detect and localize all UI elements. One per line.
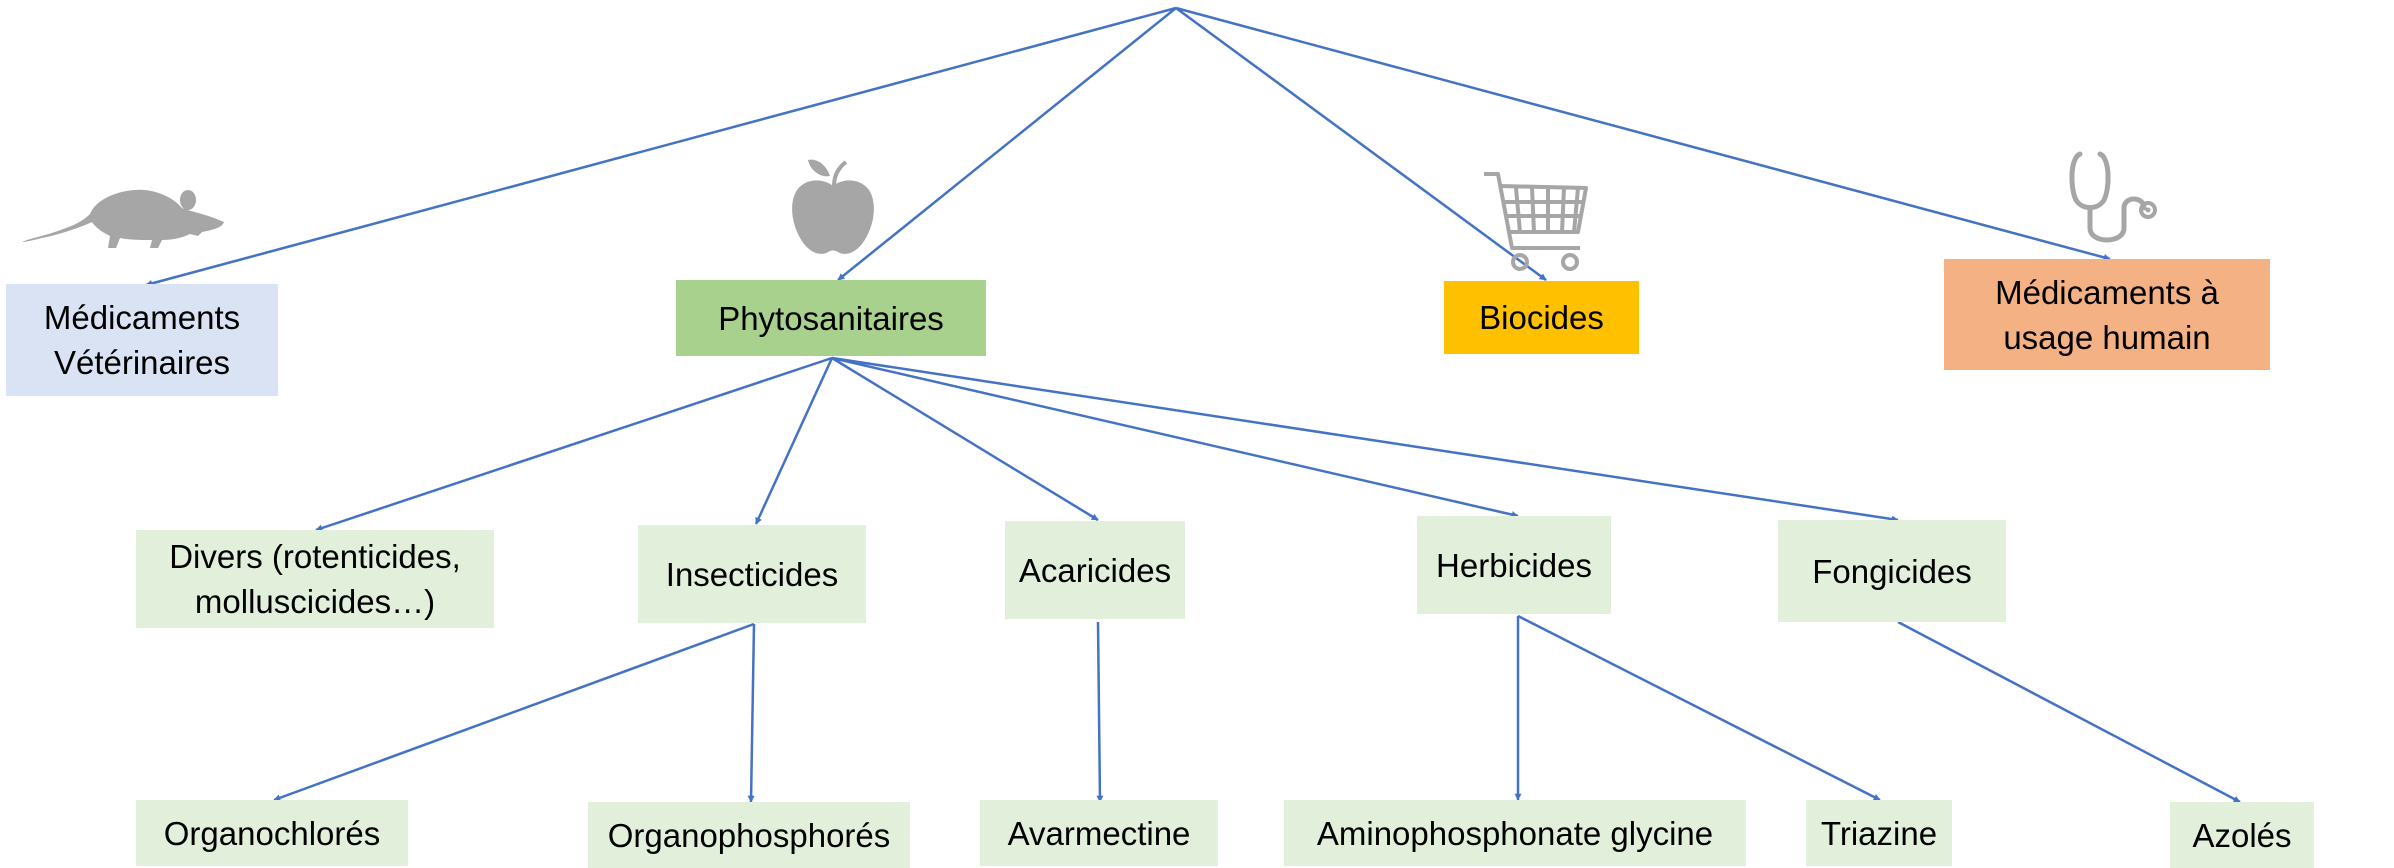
node-triazine: Triazine — [1806, 800, 1952, 866]
apple-icon — [792, 159, 874, 254]
node-avarmectine: Avarmectine — [980, 800, 1218, 866]
edge-root-veterinaires — [145, 6, 1177, 287]
edge-root-phytosanitaires — [837, 7, 1177, 281]
edge-herbicides-triazine — [1517, 614, 1881, 802]
node-label-line1: Divers (rotenticides, — [169, 538, 461, 575]
edge-phyto-herbicides — [831, 356, 1519, 518]
node-label: Acaricides — [1018, 551, 1172, 589]
node-phytosanitaires: Phytosanitaires — [676, 280, 986, 356]
node-label-line2: usage humain — [2003, 318, 2211, 356]
node-label-line2: molluscicides…) — [194, 583, 436, 620]
edge-insecticides-organochlores — [273, 622, 755, 802]
edge-phyto-divers — [315, 356, 833, 532]
node-label-line2: Vétérinaires — [53, 344, 231, 381]
node-acaricides: Acaricides — [1005, 521, 1185, 619]
node-biocides: Biocides — [1444, 281, 1639, 354]
stethoscope-icon — [2069, 151, 2157, 243]
node-label: Herbicides — [1436, 546, 1592, 584]
node-label: Triazine — [1820, 814, 1938, 852]
edge-root-biocides — [1175, 6, 1547, 282]
node-divers: Divers (rotenticides, molluscicides…) — [136, 530, 494, 628]
edge-phyto-insecticides — [754, 357, 834, 525]
node-label: Phytosanitaires — [718, 299, 944, 337]
edge-insecticides-organophosphores — [747, 623, 756, 803]
node-fongicides: Fongicides — [1778, 520, 2006, 622]
node-label-line1: Médicaments à — [1995, 273, 2219, 311]
node-organochlores: Organochlorés — [136, 800, 408, 866]
node-label: Organochlorés — [163, 814, 381, 852]
node-aminophosphonate-glycine: Aminophosphonate glycine — [1284, 800, 1746, 866]
node-label: Biocides — [1479, 299, 1604, 336]
node-label: Insecticides — [665, 555, 839, 593]
node-label: Aminophosphonate glycine — [1316, 814, 1714, 852]
node-label: Avarmectine — [1007, 814, 1191, 852]
edge-root-humain — [1175, 6, 2111, 261]
node-organophosphores: Organophosphorés — [588, 802, 910, 868]
node-label-line1: Médicaments — [43, 299, 241, 336]
node-label: Fongicides — [1812, 552, 1972, 590]
node-insecticides: Insecticides — [638, 525, 866, 623]
node-label: Organophosphorés — [607, 816, 891, 854]
shopping-cart-icon — [1484, 172, 1588, 271]
node-label: Azolés — [2192, 816, 2292, 854]
edge-phyto-acaricides — [831, 356, 1099, 522]
rat-icon — [22, 189, 224, 248]
node-medicaments-veterinaires: Médicaments Vétérinaires — [6, 284, 278, 396]
node-herbicides: Herbicides — [1417, 516, 1611, 614]
node-azoles: Azolés — [2170, 802, 2314, 868]
edge-fongicides-azoles — [1897, 620, 2241, 804]
edge-acaricides-avarmectine — [1096, 621, 1104, 803]
node-medicaments-usage-humain: Médicaments à usage humain — [1944, 259, 2270, 370]
edge-phyto-fongicides — [831, 356, 1899, 523]
